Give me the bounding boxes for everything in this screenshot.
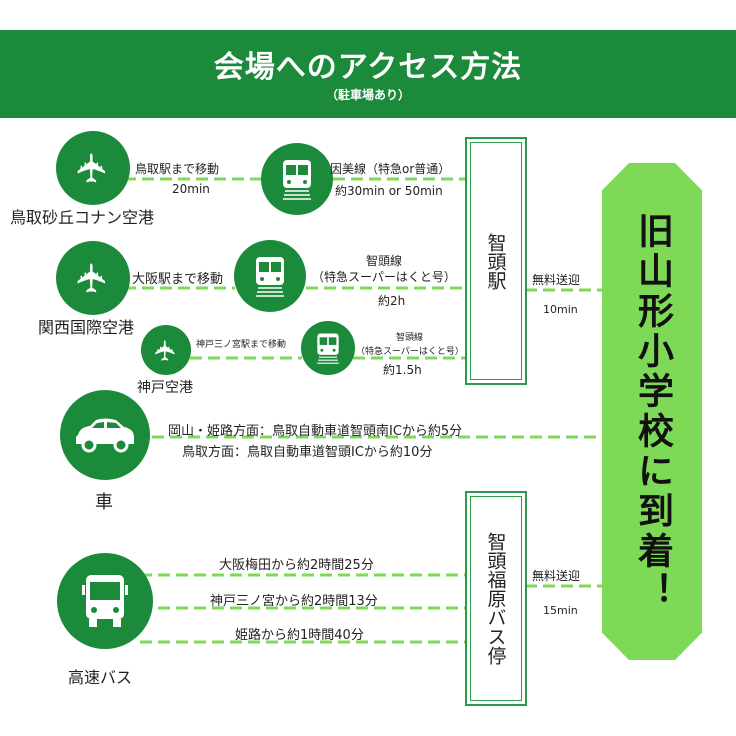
train-circle	[234, 240, 306, 312]
car-route-1: 岡山・姫路方面：鳥取自動車道智頭南ICから約5分	[168, 424, 463, 439]
shuttle-time: 10min	[543, 303, 578, 316]
leg-time: 約2h	[378, 294, 406, 308]
leg-label: 大阪駅まで移動	[132, 272, 224, 287]
page-title: 会場へのアクセス方法	[213, 50, 523, 85]
airplane-icon: ✈	[69, 261, 116, 295]
leg-label: 智頭線	[366, 254, 403, 268]
header-banner	[0, 30, 736, 118]
train-icon	[283, 160, 311, 200]
leg-label: （特急スーパーはくと号）	[356, 347, 464, 357]
train-circle	[301, 321, 355, 375]
bus-stop-box: 智頭福原バス停	[465, 491, 527, 706]
car-icon	[76, 418, 134, 453]
chizu-station-box: 智頭駅	[465, 137, 527, 385]
car-label: 車	[95, 492, 113, 513]
shuttle-label: 無料送迎	[532, 569, 581, 583]
bus-stop-name: 智頭福原バス停	[484, 532, 507, 665]
bus-circle	[57, 553, 153, 649]
bus-route-1: 大阪梅田から約2時間25分	[219, 558, 374, 573]
kobe-airport-name: 神戸空港	[137, 380, 193, 396]
train-icon	[256, 257, 284, 297]
kansai-airport-circle: ✈	[56, 241, 130, 315]
destination-banner: 旧山形小学校に到着！	[602, 163, 702, 660]
leg-time: 約30min or 50min	[335, 184, 443, 198]
page-subtitle: （駐車場あり）	[325, 88, 410, 102]
car-circle	[60, 390, 150, 480]
train-circle	[261, 143, 333, 215]
chizu-station-name: 智頭駅	[484, 232, 507, 290]
bus-route-3: 姫路から約1時間40分	[235, 628, 364, 643]
leg-label: 智頭線	[396, 333, 424, 343]
destination-text: 旧山形小学校に到着！	[632, 211, 673, 612]
bus-label: 高速バス	[68, 668, 133, 687]
leg-time: 約1.5h	[383, 363, 422, 377]
bus-route-2: 神戸三ノ宮から約2時間13分	[210, 594, 378, 609]
leg-label: 神戸三ノ宮駅まで移動	[196, 340, 287, 350]
leg-time: 20min	[172, 182, 210, 196]
shuttle-label: 無料送迎	[532, 273, 581, 287]
tottori-airport-name: 鳥取砂丘コナン空港	[10, 208, 155, 227]
leg-label: 因美線（特急or普通）	[330, 162, 451, 176]
tottori-airport-circle: ✈	[56, 131, 130, 205]
bus-icon	[82, 575, 128, 627]
kobe-airport-circle: ✈	[141, 325, 191, 375]
car-route-2: 鳥取方面：鳥取自動車道智頭ICから約10分	[182, 445, 433, 460]
leg-label: （特急スーパーはくと号）	[312, 270, 456, 284]
leg-label: 鳥取駅まで移動	[135, 162, 220, 176]
airplane-icon: ✈	[149, 338, 183, 362]
train-icon	[317, 333, 339, 364]
kansai-airport-name: 関西国際空港	[38, 318, 135, 337]
airplane-icon: ✈	[69, 151, 116, 185]
shuttle-time: 15min	[543, 604, 578, 617]
